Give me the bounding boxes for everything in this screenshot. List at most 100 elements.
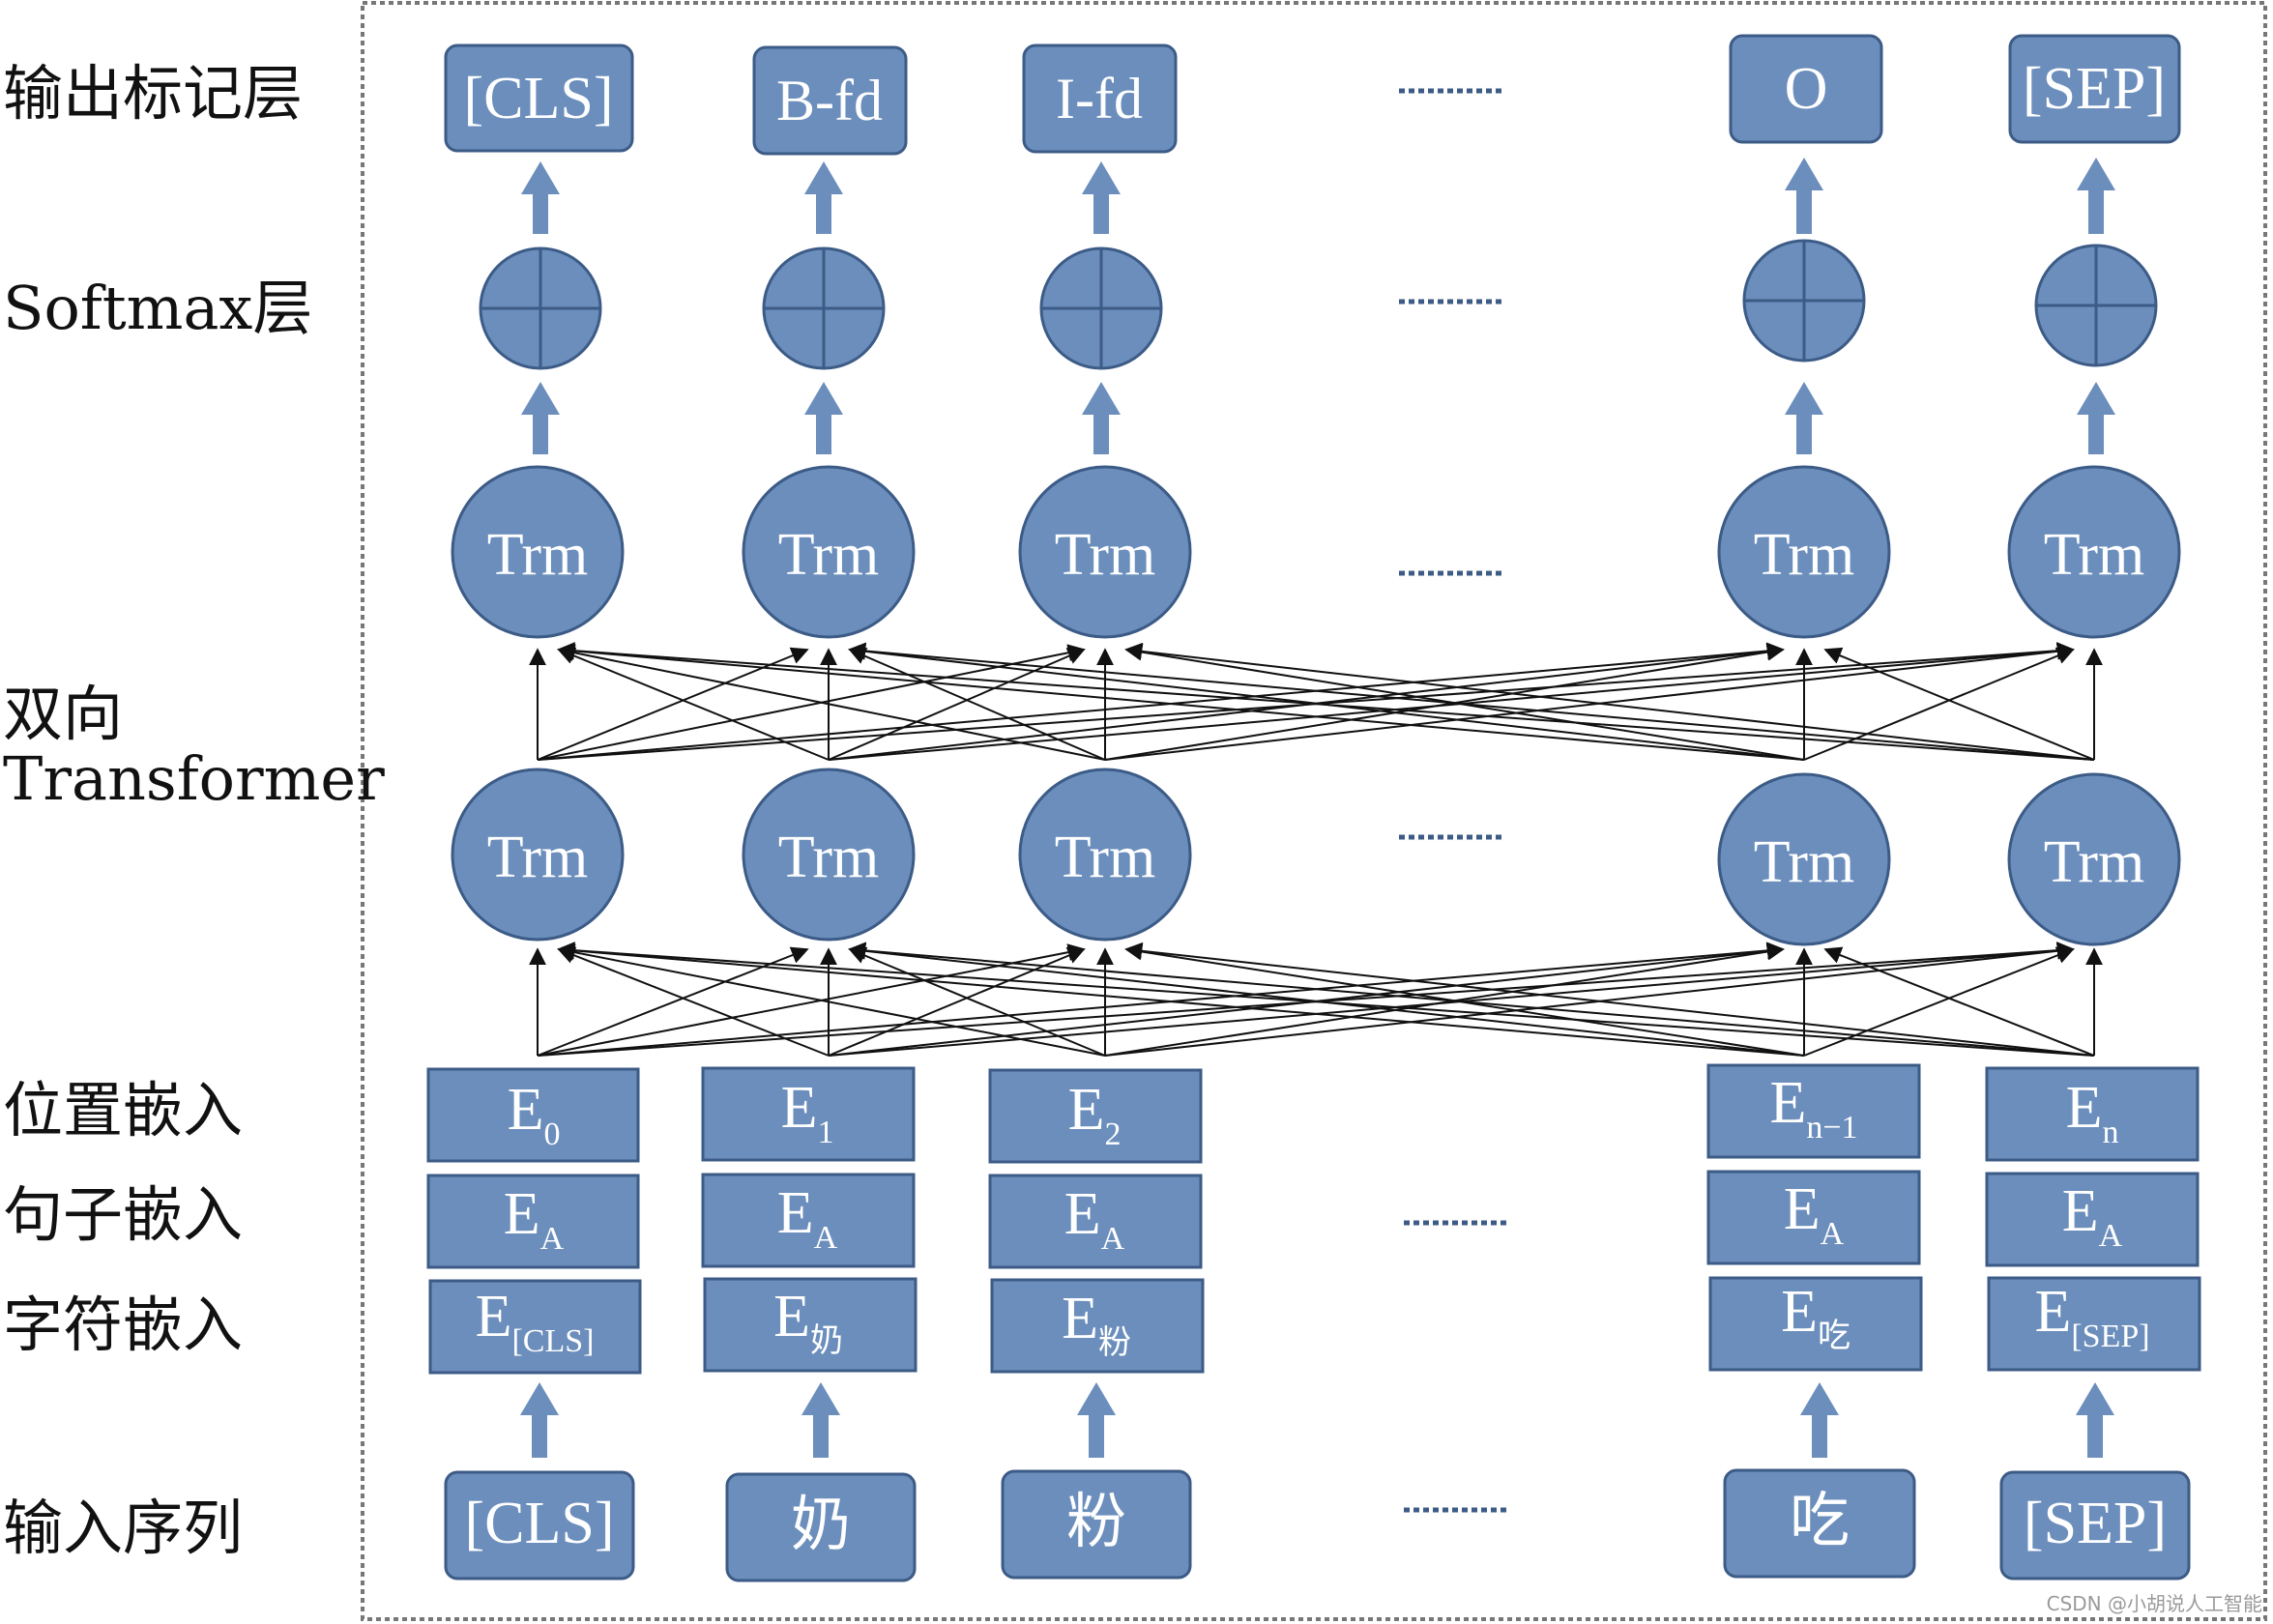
trm-node-lower (1018, 768, 1192, 942)
row-label-input-sequence: 输入序列 (3, 1493, 243, 1563)
input-token-label: [SEP] (2024, 1491, 2167, 1556)
token-column-fen: I-fd Trm Trm E2 EA E粉 粉 (988, 44, 1205, 1580)
token-embedding-label: E粉 (1062, 1286, 1131, 1361)
attention-connection (1104, 942, 2075, 1057)
softmax-cross (2036, 246, 2156, 365)
attention-connection (828, 942, 2075, 1057)
output-tag-label: [SEP] (2023, 56, 2166, 122)
position-embedding-label: E0 (508, 1077, 561, 1152)
position-embedding-box (426, 1067, 640, 1163)
row-label-transformer-line2: Transformer (3, 743, 385, 814)
attention-connection (557, 943, 1106, 1057)
attention-connection (557, 942, 1805, 1057)
token-column-cls: [CLS] Trm Trm E0 EA E[CLS] [CLS] (426, 44, 642, 1580)
trm-node-lower (742, 768, 916, 942)
attention-connection (1104, 643, 1785, 761)
attention-connection (557, 942, 2095, 1057)
output-tag-box (752, 45, 908, 156)
up-arrow (804, 161, 843, 234)
token-column-chi: O Trm Trm En−1 EA E吃 吃 (1706, 34, 1923, 1579)
output-tag-box (1022, 44, 1178, 154)
segment-embedding-box (988, 1174, 1203, 1269)
segment-embedding-label: EA (504, 1181, 565, 1257)
position-embedding-label: E1 (781, 1075, 834, 1150)
attention-connection (557, 644, 1106, 761)
row-label-segment-embedding: 句子嵌入 (3, 1179, 243, 1250)
attention-connection (828, 946, 1086, 1057)
flow-arrows (520, 158, 2115, 1458)
input-token-label: [CLS] (465, 1491, 615, 1556)
attention-connection (828, 642, 1785, 761)
position-embedding-box (988, 1068, 1203, 1164)
attention-connection (557, 642, 1805, 761)
token-embedding-box (1708, 1276, 1923, 1372)
output-tag-label: O (1785, 56, 1828, 122)
row-label-softmax: Softmax层 (3, 273, 312, 343)
input-token-label: 粉 (1066, 1490, 1126, 1555)
output-tag-label: I-fd (1056, 67, 1143, 130)
attention-connection (1124, 642, 2095, 761)
trm-node-lower (1717, 772, 1891, 946)
attention-connection (828, 942, 1785, 1057)
trm-node-upper (1717, 465, 1891, 639)
attention-connection (557, 642, 2095, 761)
input-token-label: 奶 (791, 1493, 851, 1558)
segment-embedding-box (701, 1173, 916, 1268)
up-arrow (1077, 1382, 1116, 1458)
attention-connection (848, 942, 2095, 1057)
segment-embedding-box (1985, 1172, 2200, 1267)
position-embedding-label: En−1 (1769, 1070, 1857, 1146)
row-label-output-tags: 输出标记层 (3, 58, 303, 129)
segment-embedding-label: EA (1784, 1176, 1845, 1252)
watermark: CSDN @小胡说人工智能 (2047, 1592, 2262, 1615)
token-embedding-label: E吃 (1781, 1279, 1850, 1354)
trm-label-upper: Trm (2044, 522, 2145, 588)
attention-connection (557, 647, 830, 761)
position-embedding-box (1985, 1066, 2200, 1162)
attention-connection (1823, 647, 2095, 761)
attention-connection (848, 648, 1106, 761)
trm-label-upper: Trm (778, 522, 880, 588)
row-label-transformer-line1: 双向 (3, 679, 123, 749)
token-embedding-label: E[SEP] (2034, 1279, 2149, 1354)
up-arrow (1082, 382, 1121, 454)
input-token-box (444, 1470, 635, 1580)
output-tag-box (1729, 34, 1883, 144)
softmax-cross (764, 248, 884, 368)
up-arrow (804, 382, 843, 454)
token-embedding-box (703, 1277, 918, 1373)
attention-connection (828, 642, 2075, 761)
attention-connection (1124, 942, 2095, 1057)
position-embedding-box (701, 1066, 916, 1162)
up-arrow (2077, 382, 2115, 454)
trm-node-lower (451, 768, 625, 942)
softmax-cross (1744, 241, 1864, 361)
attention-connection (1823, 946, 2095, 1057)
attention-connection (1104, 642, 2075, 761)
up-arrow (520, 1382, 559, 1458)
segment-embedding-label: EA (2062, 1178, 2123, 1254)
up-arrow (1785, 158, 1823, 234)
transformer-connections (529, 642, 2103, 1057)
trm-label-upper: Trm (487, 522, 589, 588)
attention-connection (537, 644, 1086, 761)
trm-label-lower: Trm (778, 825, 880, 890)
token-embedding-label: E奶 (773, 1284, 843, 1359)
softmax-cross (1041, 248, 1161, 368)
row-label-token-embedding: 字符嵌入 (3, 1290, 243, 1360)
input-token-box (1999, 1470, 2191, 1580)
output-tag-label: B-fd (776, 69, 883, 132)
input-token-label: 吃 (1790, 1489, 1850, 1554)
attention-connection (828, 648, 1086, 761)
up-arrow (1785, 382, 1823, 454)
outer-frame (361, 1, 2267, 1621)
trm-label-lower: Trm (487, 825, 589, 890)
trm-label-upper: Trm (1754, 522, 1855, 588)
attention-connection (1104, 942, 1785, 1057)
input-token-box (1001, 1469, 1192, 1580)
segment-embedding-label: EA (1064, 1181, 1125, 1257)
segment-embedding-box (426, 1174, 640, 1269)
token-column-nai: B-fd Trm Trm E1 EA E奶 奶 (701, 45, 918, 1582)
position-embedding-box (1706, 1063, 1921, 1159)
